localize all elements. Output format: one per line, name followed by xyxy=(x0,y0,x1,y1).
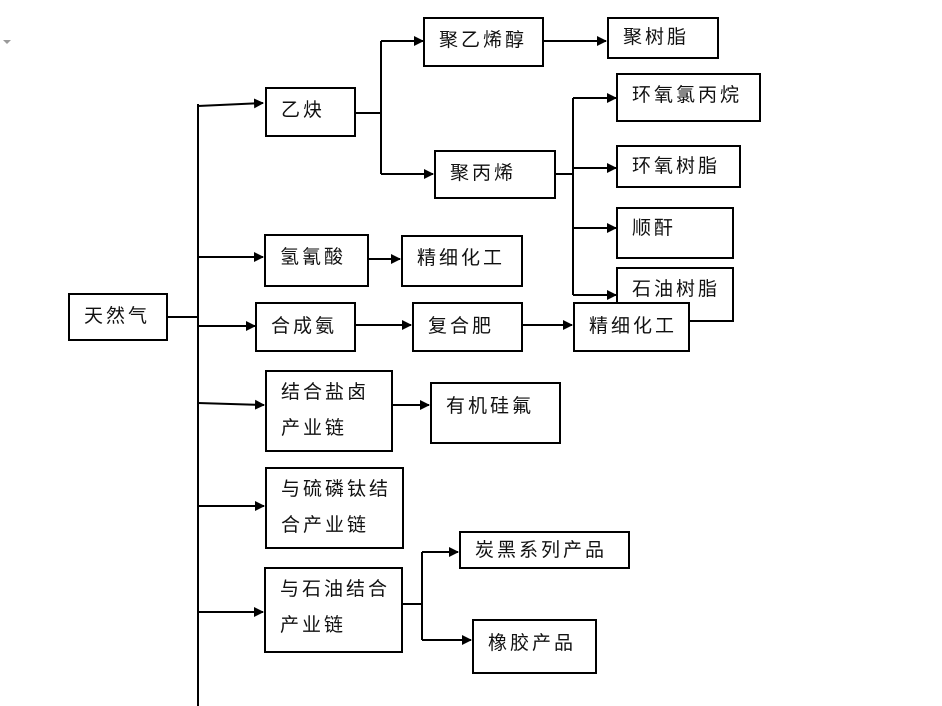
node-youjiguifu: 有机硅氟 xyxy=(430,382,561,444)
node-jubingxi: 聚丙烯 xyxy=(434,150,556,199)
node-root: 天然气 xyxy=(68,293,168,341)
node-fuhefei: 复合肥 xyxy=(412,302,523,352)
arrow-to-yique xyxy=(197,98,264,109)
node-jushuzhi: 聚树脂 xyxy=(607,17,719,59)
node-hechengan: 合成氨 xyxy=(255,302,356,352)
node-shunbi: 顺酐 xyxy=(616,207,734,259)
node-jingxihuagong-2: 精细化工 xyxy=(573,302,690,352)
node-shiyou-jiehe: 与石油结合 产业链 xyxy=(264,567,403,653)
node-tanhei: 炭黑系列产品 xyxy=(459,531,630,569)
node-jingxihuagong-1: 精细化工 xyxy=(401,235,523,287)
arrow-to-yanlu xyxy=(197,399,265,410)
node-huanyangshuzhi: 环氧树脂 xyxy=(616,145,741,188)
node-xiangjiao: 橡胶产品 xyxy=(472,619,597,674)
node-qingqingsuan: 氢氰酸 xyxy=(264,234,369,287)
node-liulintai: 与硫磷钛结 合产业链 xyxy=(265,467,404,549)
node-juyixichun: 聚乙烯醇 xyxy=(423,17,544,67)
caret-down-icon xyxy=(3,40,11,44)
node-yique: 乙炔 xyxy=(265,87,356,137)
node-jiehe-yanlu: 结合盐卤 产业链 xyxy=(265,370,393,452)
node-huanyanglvbingwan: 环氧氯丙烷 xyxy=(616,73,761,122)
